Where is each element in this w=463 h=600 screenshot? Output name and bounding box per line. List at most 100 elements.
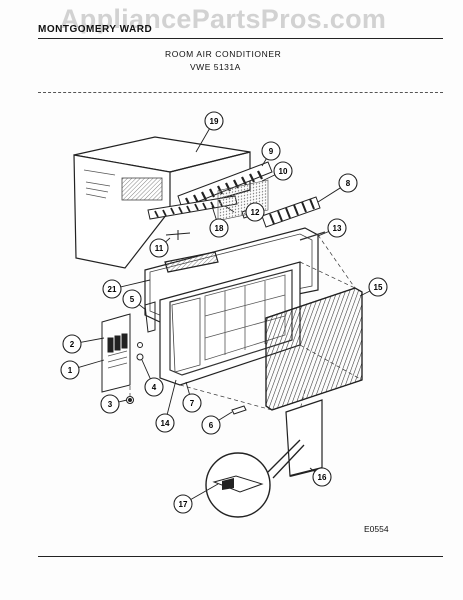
callout-label: 14 [161,419,170,428]
callout-label: 2 [70,340,75,349]
callout-leader [118,399,128,403]
callout-leader [138,304,147,311]
callout-leader [261,174,276,182]
bracket-part [144,301,156,333]
callout-10: 10 [261,161,293,182]
callout-leader [185,381,190,395]
callout-leader [317,187,341,203]
callout-label: 19 [210,117,219,126]
callout-leader [309,467,316,472]
callout-18: 18 [209,205,229,238]
callout-8: 8 [317,173,358,203]
dashed-rule [38,92,443,93]
callout-17: 17 [173,483,219,514]
callout-circle [204,111,224,131]
callout-2: 2 [62,334,105,354]
callout-circle [149,238,169,258]
callout-label: 15 [374,283,383,292]
bottom-rule [38,556,443,557]
callout-circle [209,218,229,238]
callout-11: 11 [149,237,171,258]
callout-leader [211,205,217,220]
detail-circle [205,439,305,518]
callout-19: 19 [195,111,224,153]
callout-leader [195,128,210,153]
callout-leader [261,158,267,167]
callout-circle [201,415,221,435]
callout-label: 8 [346,179,351,188]
callout-label: 18 [215,224,224,233]
callout-label: 11 [155,244,164,253]
callout-label: 12 [251,208,260,217]
callout-4: 4 [141,359,164,397]
callout-leader [359,290,371,297]
callout-circle [273,161,293,181]
knob-part [136,342,144,361]
callout-circle [144,377,164,397]
callout-leader [78,359,105,368]
callout-circle [122,289,142,309]
callout-9: 9 [261,141,281,167]
cabinet-wrapper [73,136,251,269]
watermark-text: AppliancePartsPros.com [60,4,387,34]
callout-circle [100,394,120,414]
drawing-code: E0554 [364,524,389,534]
callout-circle [261,141,281,161]
callout-leader [166,379,177,415]
access-door [285,399,323,477]
explode-guide-lines [129,234,363,411]
callout-circle [60,360,80,380]
callout-circle [245,202,265,222]
callout-label: 10 [279,167,288,176]
callout-label: 16 [318,473,327,482]
callout-label: 13 [333,224,342,233]
callout-label: 21 [108,285,117,294]
callout-1: 1 [60,359,105,380]
callout-circle [155,413,175,433]
linkage-rod [165,230,191,240]
callout-21: 21 [102,279,151,299]
screw-part [126,396,134,404]
callout-circle [102,279,122,299]
callout-label: 5 [130,295,135,304]
callout-3: 3 [100,394,128,414]
callout-7: 7 [182,381,202,413]
callout-leader [80,337,105,343]
callout-5: 5 [122,289,147,311]
callout-circle [312,467,332,487]
callout-leader [141,359,151,379]
callout-6: 6 [201,411,233,435]
callout-15: 15 [359,277,388,297]
latch-part [231,405,247,415]
callout-circle [182,393,202,413]
control-panel [101,313,131,393]
callout-label: 6 [209,421,214,430]
callout-circle [327,218,347,238]
callout-13: 13 [317,218,347,238]
callout-label: 17 [179,500,188,509]
filter-slide [261,196,321,228]
callout-leader [190,483,219,500]
callout-circle [368,277,388,297]
callout-12: 12 [245,202,265,222]
callout-14: 14 [155,379,177,433]
callout-leader [218,411,233,421]
callout-leader [120,279,151,288]
callout-circle [173,494,193,514]
callout-label: 3 [108,400,113,409]
callout-label: 9 [269,147,274,156]
callout-circle [62,334,82,354]
top-rule [38,38,443,39]
model-number: VWE 5131A [190,62,241,72]
callout-label: 1 [68,366,73,375]
callout-leader [165,237,171,243]
callout-label: 4 [152,383,157,392]
brand-heading: MONTGOMERY WARD [38,24,153,35]
callout-16: 16 [309,467,332,487]
diagram-title: ROOM AIR CONDITIONER [165,49,282,59]
callout-leader [317,231,329,237]
callout-label: 7 [190,399,195,408]
